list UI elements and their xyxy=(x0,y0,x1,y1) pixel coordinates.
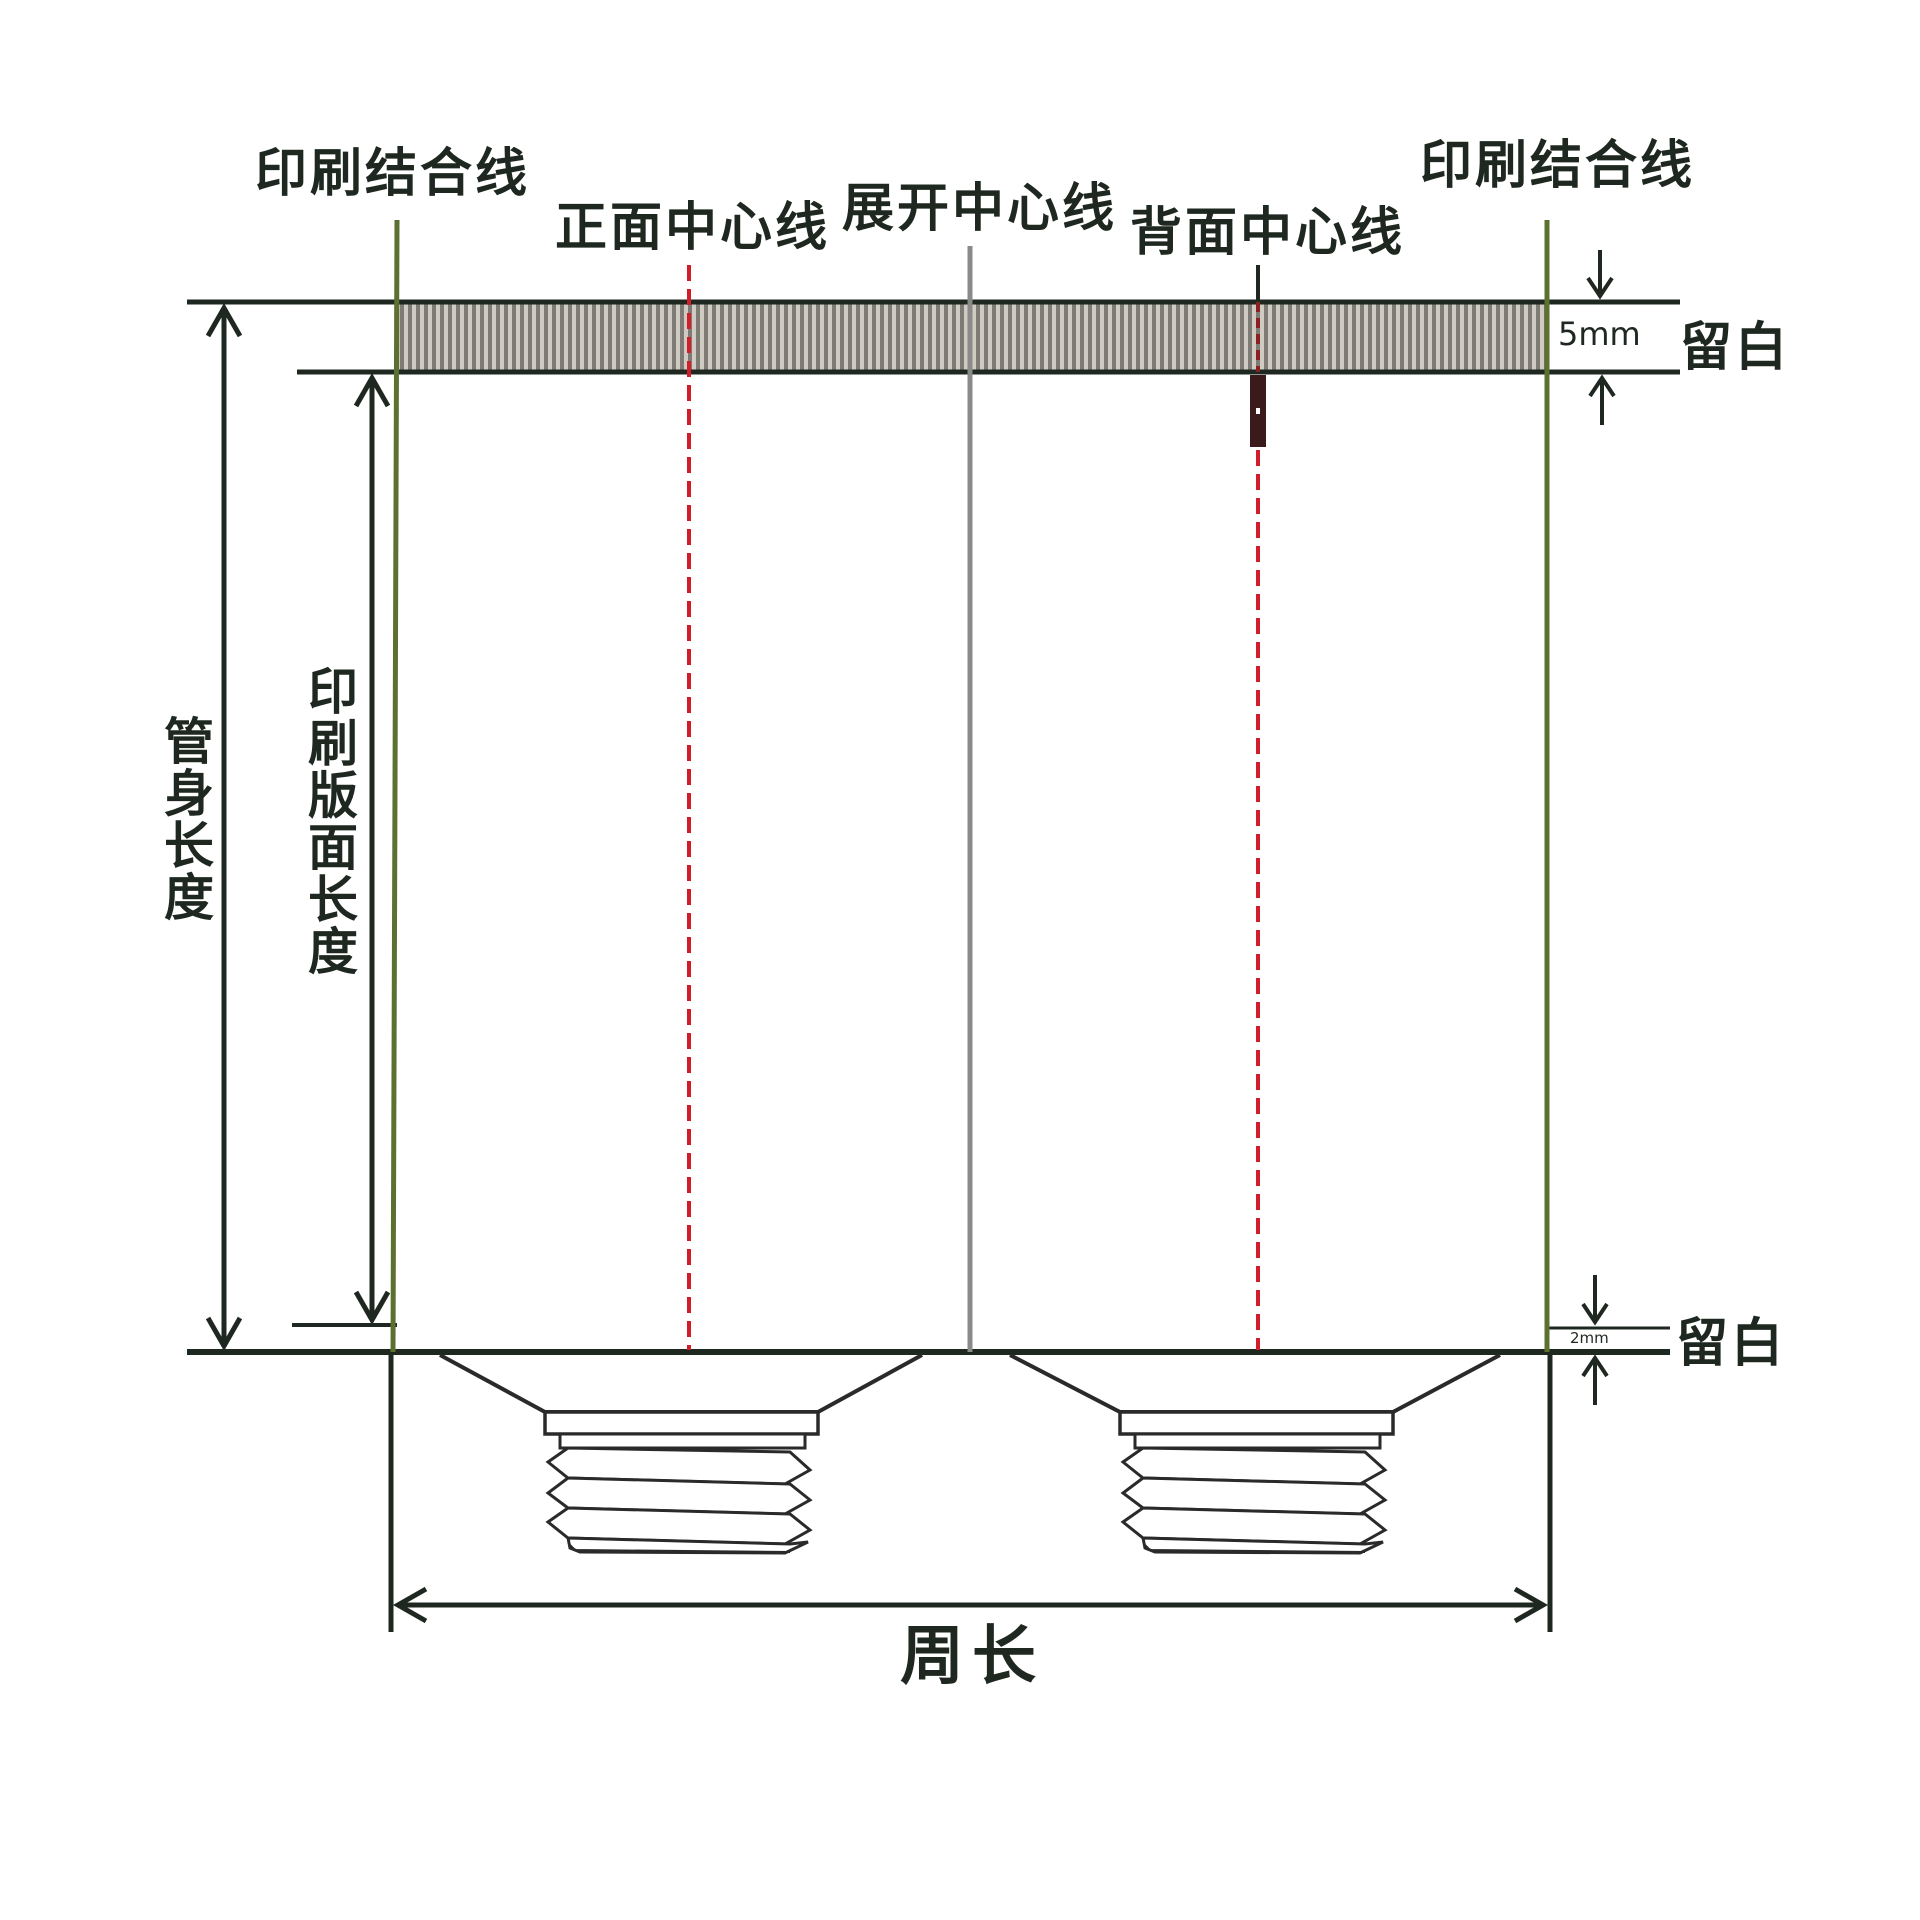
tube-length-label: 管身长度 xyxy=(156,715,214,923)
print-seam-label-left: 印刷结合线 xyxy=(255,144,531,204)
unfold-center-line-label: 展开中心线 xyxy=(842,179,1118,239)
print-seam-label-right: 印刷结合线 xyxy=(1420,136,1696,196)
tube-length-arrow xyxy=(205,302,243,1352)
bottom-margin-value: 2mm xyxy=(1570,1329,1609,1347)
tube-shoulder-right xyxy=(1009,1353,1501,1414)
front-center-line-label: 正面中心线 xyxy=(555,198,831,258)
circumference-arrow xyxy=(388,1352,1553,1632)
top-margin-label: 留白 xyxy=(1680,318,1791,378)
back-center-line xyxy=(1250,265,1266,1350)
print-seam-line-left xyxy=(390,219,400,1353)
print-area-bottom-line xyxy=(292,1323,1670,1330)
bottom-margin-label: 留白 xyxy=(1676,1314,1787,1374)
top-margin-arrows xyxy=(1586,250,1616,425)
bottom-margin-arrows xyxy=(1581,1275,1609,1405)
print-length-label: 印刷版面长度 xyxy=(300,665,358,977)
print-length-arrow xyxy=(353,372,391,1326)
threaded-neck-left xyxy=(543,1410,820,1555)
threaded-neck-right xyxy=(1118,1410,1395,1555)
circumference-label: 周长 xyxy=(900,1620,1044,1694)
top-margin-value: 5mm xyxy=(1558,315,1641,353)
back-center-line-label: 背面中心线 xyxy=(1130,203,1406,263)
tube-shoulder-left xyxy=(439,1353,923,1414)
